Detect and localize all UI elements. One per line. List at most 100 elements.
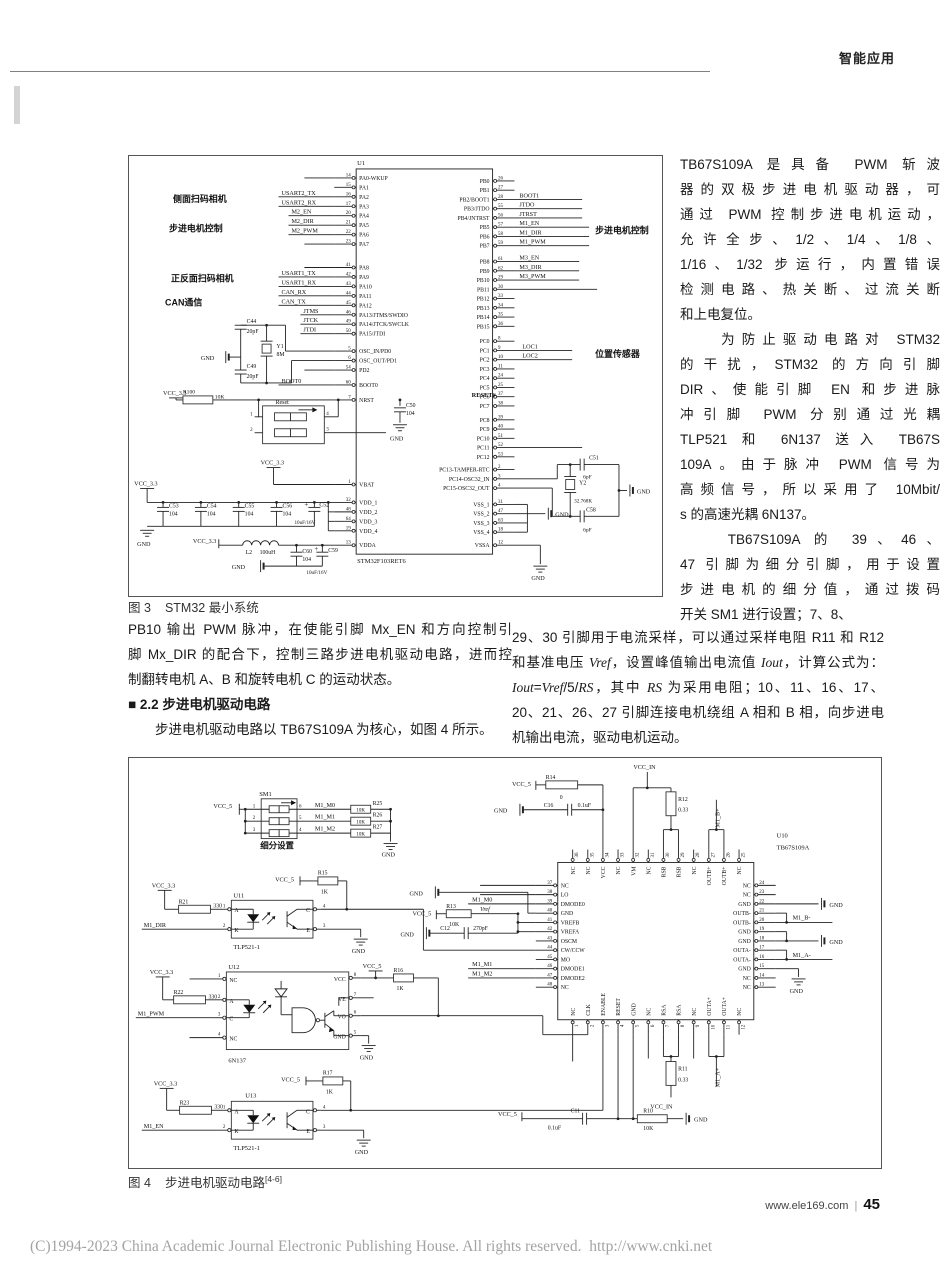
svg-text:VDDA: VDDA [359,543,376,549]
svg-text:2: 2 [218,995,221,1000]
svg-text:M1_B-: M1_B- [793,916,811,922]
svg-text:A: A [234,1109,239,1115]
svg-text:USART1_TX: USART1_TX [282,271,317,277]
svg-text:DMODE1: DMODE1 [561,967,585,973]
svg-text:3: 3 [218,1013,221,1018]
svg-text:16: 16 [346,192,351,197]
svg-text:270pF: 270pF [473,926,488,932]
svg-text:MO: MO [561,957,570,963]
svg-text:K: K [234,1129,239,1135]
svg-text:13: 13 [759,983,764,988]
svg-text:45: 45 [547,955,552,960]
svg-text:8: 8 [681,1024,686,1027]
svg-text:L2: L2 [246,550,253,556]
svg-text:NC: NC [646,866,652,874]
svg-text:26: 26 [498,176,503,181]
svg-text:27: 27 [711,852,716,857]
svg-text:OUTA+: OUTA+ [707,997,713,1016]
svg-text:VREFB: VREFB [561,920,580,926]
svg-text:PC14-OSC32_IN: PC14-OSC32_IN [449,477,491,483]
svg-text:VCC_5: VCC_5 [363,964,382,970]
svg-text:104: 104 [245,511,254,517]
svg-text:R100: R100 [183,389,195,395]
svg-text:E: E [306,1129,310,1135]
svg-text:LOC2: LOC2 [522,354,537,360]
svg-text:10K: 10K [215,394,225,400]
svg-text:GND: GND [355,1150,369,1156]
svg-text:PC5: PC5 [480,385,490,391]
svg-text:20: 20 [759,918,764,923]
svg-text:VDD_2: VDD_2 [359,510,377,516]
svg-text:NRST: NRST [359,398,374,404]
svg-text:PC11: PC11 [477,446,490,452]
svg-text:4: 4 [323,904,326,909]
svg-text:1: 1 [218,974,221,979]
svg-text:R21: R21 [179,899,189,905]
svg-text:BOOT1: BOOT1 [519,193,539,199]
svg-text:5: 5 [348,347,351,352]
svg-text:R10: R10 [643,1108,653,1114]
svg-text:PC7: PC7 [480,404,490,410]
svg-text:21: 21 [759,909,764,914]
svg-text:PA3: PA3 [359,204,369,210]
svg-text:RSA: RSA [662,1004,668,1016]
svg-text:LOC1: LOC1 [522,344,537,350]
svg-text:9: 9 [696,1024,701,1027]
svg-text:104: 104 [302,557,311,563]
svg-text:M1_M0: M1_M0 [315,803,335,809]
svg-text:NC: NC [743,893,751,899]
svg-text:32: 32 [346,498,351,503]
svg-text:GND: GND [561,911,574,917]
svg-text:42: 42 [346,272,351,277]
svg-text:4: 4 [498,484,501,489]
svg-text:25: 25 [498,383,503,388]
svg-text:R16: R16 [394,968,404,974]
svg-text:PB1: PB1 [480,188,490,194]
svg-text:ENABLE: ENABLE [601,993,607,1016]
svg-text:0.33: 0.33 [678,808,688,814]
svg-text:64: 64 [346,517,351,522]
svg-text:RSB: RSB [662,866,668,877]
svg-text:PB4/JNTRST: PB4/JNTRST [458,216,491,222]
svg-text:VDD_4: VDD_4 [359,529,377,535]
svg-text:PB0: PB0 [480,179,490,185]
svg-text:VSSA: VSSA [475,543,491,549]
svg-text:GND: GND [738,930,751,936]
svg-text:VCC_3.3: VCC_3.3 [261,461,284,467]
svg-text:1K: 1K [321,889,329,895]
svg-text:5: 5 [354,1031,357,1036]
svg-text:PC15-OSC32_OUT: PC15-OSC32_OUT [443,486,490,492]
svg-text:GND: GND [360,1056,374,1062]
svg-text:R17: R17 [323,1070,333,1076]
svg-text:M1_PWM: M1_PWM [519,240,546,246]
svg-text:32.768K: 32.768K [574,498,592,504]
svg-text:U1: U1 [357,160,365,167]
svg-text:3: 3 [498,474,501,479]
svg-text:10uF/16V: 10uF/16V [294,520,315,526]
svg-text:GND: GND [738,939,751,945]
svg-text:PA7: PA7 [359,242,369,248]
svg-text:正反面扫码相机: 正反面扫码相机 [171,272,234,283]
svg-text:19: 19 [346,526,351,531]
svg-text:M1_A-: M1_A- [793,953,811,959]
svg-text:27: 27 [498,186,503,191]
svg-text:28: 28 [498,195,503,200]
svg-text:17: 17 [759,946,764,951]
svg-text:37: 37 [547,881,552,886]
svg-text:NC: NC [743,976,751,982]
svg-text:PA4: PA4 [359,214,369,220]
svg-text:GND: GND [352,949,366,955]
svg-text:41: 41 [547,918,552,923]
svg-text:10K: 10K [356,833,365,838]
svg-text:GND: GND [738,967,751,973]
svg-text:13: 13 [346,541,351,546]
svg-text:PA9: PA9 [359,275,369,281]
svg-text:8: 8 [354,973,357,978]
svg-text:NC: NC [692,866,698,874]
svg-text:CW/CCW: CW/CCW [561,948,586,954]
svg-text:GND: GND [333,1035,346,1041]
svg-text:U11: U11 [233,892,244,899]
svg-text:46: 46 [346,310,351,315]
svg-text:GND: GND [137,542,151,548]
svg-text:47: 47 [547,973,552,978]
